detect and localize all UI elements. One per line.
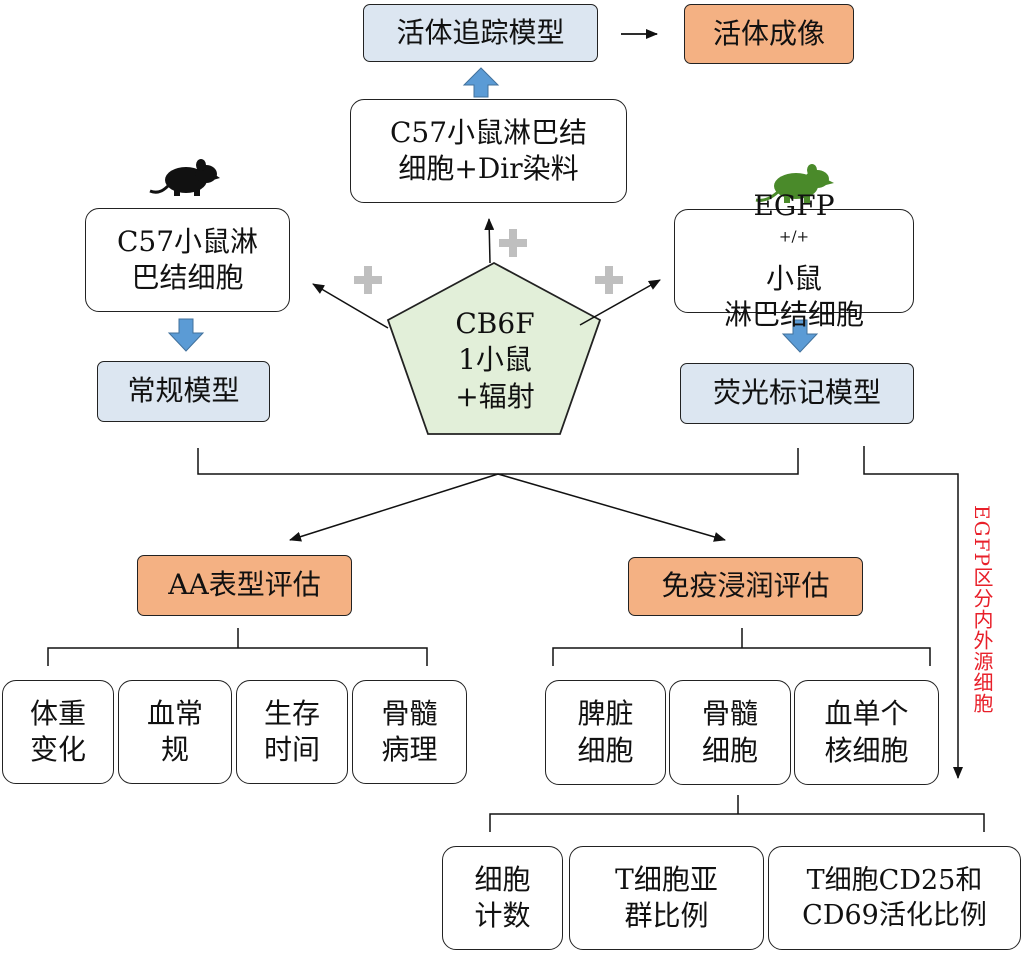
block-arrow-icon [781, 319, 819, 353]
immune-item-marrow: 骨髓细胞 [669, 680, 791, 785]
pentagon-line2: 1小鼠 [458, 343, 532, 377]
c57-cells-line1: C57小鼠淋 [116, 224, 259, 258]
arrow-to-c57-dir [484, 218, 495, 264]
green-mouse-icon [755, 164, 834, 203]
block-arrow-icon [462, 67, 500, 98]
brace-models [197, 448, 799, 475]
c57-dir-line1: C57小鼠淋巴结 [389, 115, 588, 149]
aa-item-weight: 体重变化 [2, 680, 114, 784]
analysis-item-count: 细胞计数 [442, 846, 563, 950]
tracking-model-box: 活体追踪模型 [363, 4, 598, 62]
pentagon-shape [386, 261, 602, 435]
arrow-to-aa [289, 473, 499, 542]
arrow-to-immune [497, 473, 726, 542]
imaging-box: 活体成像 [684, 4, 854, 64]
arrow-to-egfp-cells [579, 279, 661, 326]
egfp-superscript: +/+ [778, 227, 810, 246]
c57-cells-box: C57小鼠淋 巴结细胞 [85, 208, 290, 312]
aa-eval-box: AA表型评估 [137, 555, 352, 616]
plus-icon [499, 229, 527, 257]
egfp-side-note: EGFP区分内外源细胞 [970, 505, 994, 714]
egfp-cells-line1: EGFP+/+小鼠 [753, 189, 835, 295]
analysis-item-subsets: T细胞亚群比例 [569, 846, 764, 950]
immune-item-spleen: 脾脏细胞 [545, 680, 666, 785]
arrow-to-c57-cells [312, 283, 389, 329]
brace-immune [552, 628, 931, 666]
egfp-path-line [863, 446, 963, 779]
fluor-model-box: 荧光标记模型 [680, 363, 914, 424]
pentagon-label: CB6F 1小鼠 +辐射 [415, 306, 575, 415]
pentagon-line3: +辐射 [455, 379, 535, 413]
tracking-model-label: 活体追踪模型 [396, 15, 565, 49]
brace-aa [47, 628, 428, 666]
egfp-cells-line2: 淋巴结细胞 [723, 298, 864, 332]
black-mouse-icon [149, 159, 220, 196]
c57-dir-line2: 细胞+Dir染料 [398, 152, 579, 185]
imaging-label: 活体成像 [712, 16, 825, 50]
c57-cells-line2: 巴结细胞 [131, 261, 244, 294]
aa-item-marrow-pathology: 骨髓病理 [352, 680, 467, 784]
normal-model-label: 常规模型 [127, 374, 240, 408]
brace-analysis [489, 795, 985, 832]
immune-eval-label: 免疫浸润评估 [661, 569, 830, 603]
aa-eval-label: AA表型评估 [168, 568, 321, 602]
aa-item-survival: 生存时间 [236, 680, 348, 784]
fluor-model-label: 荧光标记模型 [712, 376, 881, 410]
immune-item-pbmc: 血单个核细胞 [794, 680, 939, 785]
aa-item-blood: 血常规 [118, 680, 232, 784]
block-arrow-icon [167, 318, 205, 352]
plus-icon [595, 266, 623, 294]
normal-model-box: 常规模型 [97, 361, 270, 422]
c57-dir-box: C57小鼠淋巴结 细胞+Dir染料 [350, 99, 627, 203]
egfp-cells-box: EGFP+/+小鼠 淋巴结细胞 [674, 189, 914, 331]
plus-icon [354, 266, 382, 294]
pentagon-line1: CB6F [455, 307, 535, 340]
immune-eval-box: 免疫浸润评估 [628, 557, 863, 616]
